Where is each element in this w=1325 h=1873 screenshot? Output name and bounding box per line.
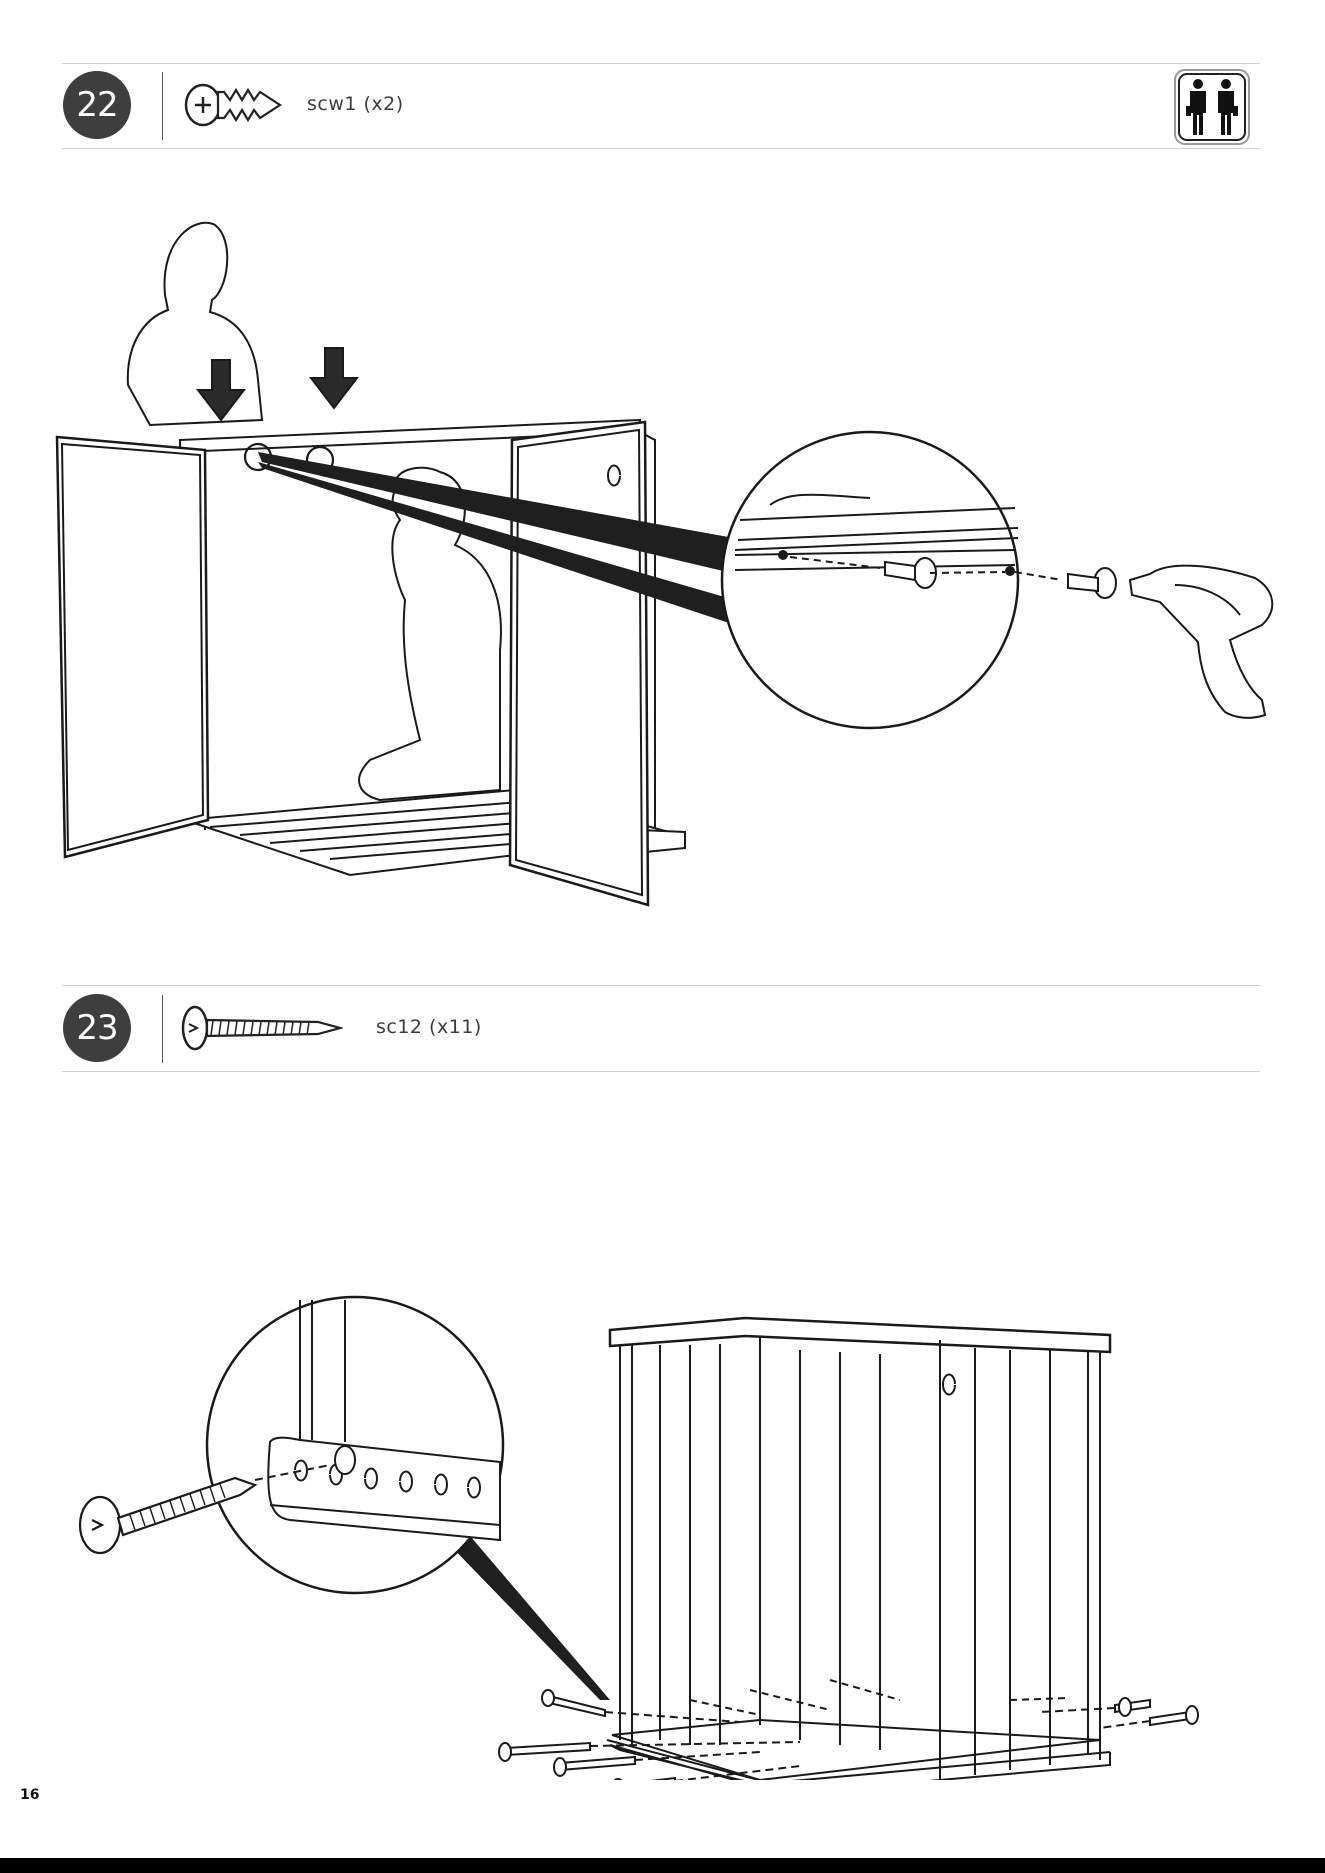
- step-22-separator: [162, 72, 163, 140]
- detail-callout-beam-upper: [258, 452, 745, 575]
- standing-person: [128, 223, 262, 425]
- screw-scw1-icon: [180, 80, 285, 130]
- step-22-badge: 22: [63, 71, 131, 139]
- step-23-badge: 23: [63, 994, 131, 1062]
- step-22-illustration: [0, 200, 1325, 920]
- left-door: [57, 437, 208, 857]
- footer-bar: [0, 1858, 1325, 1873]
- two-persons-icon: [1173, 68, 1251, 146]
- step-23-separator: [162, 995, 163, 1063]
- push-down-arrow-left: [198, 360, 244, 420]
- detail-callout-beam-bottom: [445, 1530, 610, 1700]
- detail-circle-top: [722, 432, 1018, 728]
- page-number: 16: [20, 1787, 39, 1803]
- step-23-illustration: [0, 1250, 1325, 1780]
- detail-circle-bottom: [207, 1297, 503, 1593]
- step-23-number: 23: [76, 1008, 117, 1048]
- step-22-bottom-rule: [62, 148, 1260, 149]
- step-23-part-label: sc12 (x11): [376, 1016, 482, 1038]
- right-door: [510, 422, 648, 905]
- screw-sc12-icon: [178, 1000, 343, 1056]
- step-22-number: 22: [76, 85, 117, 125]
- shed-structure: [499, 1318, 1198, 1780]
- step-22-top-rule: [62, 63, 1260, 64]
- step-22-part-label: scw1 (x2): [307, 93, 404, 115]
- push-down-arrow-right: [311, 348, 357, 408]
- step-23-top-rule: [62, 985, 1260, 986]
- step-23-bottom-rule: [62, 1071, 1260, 1072]
